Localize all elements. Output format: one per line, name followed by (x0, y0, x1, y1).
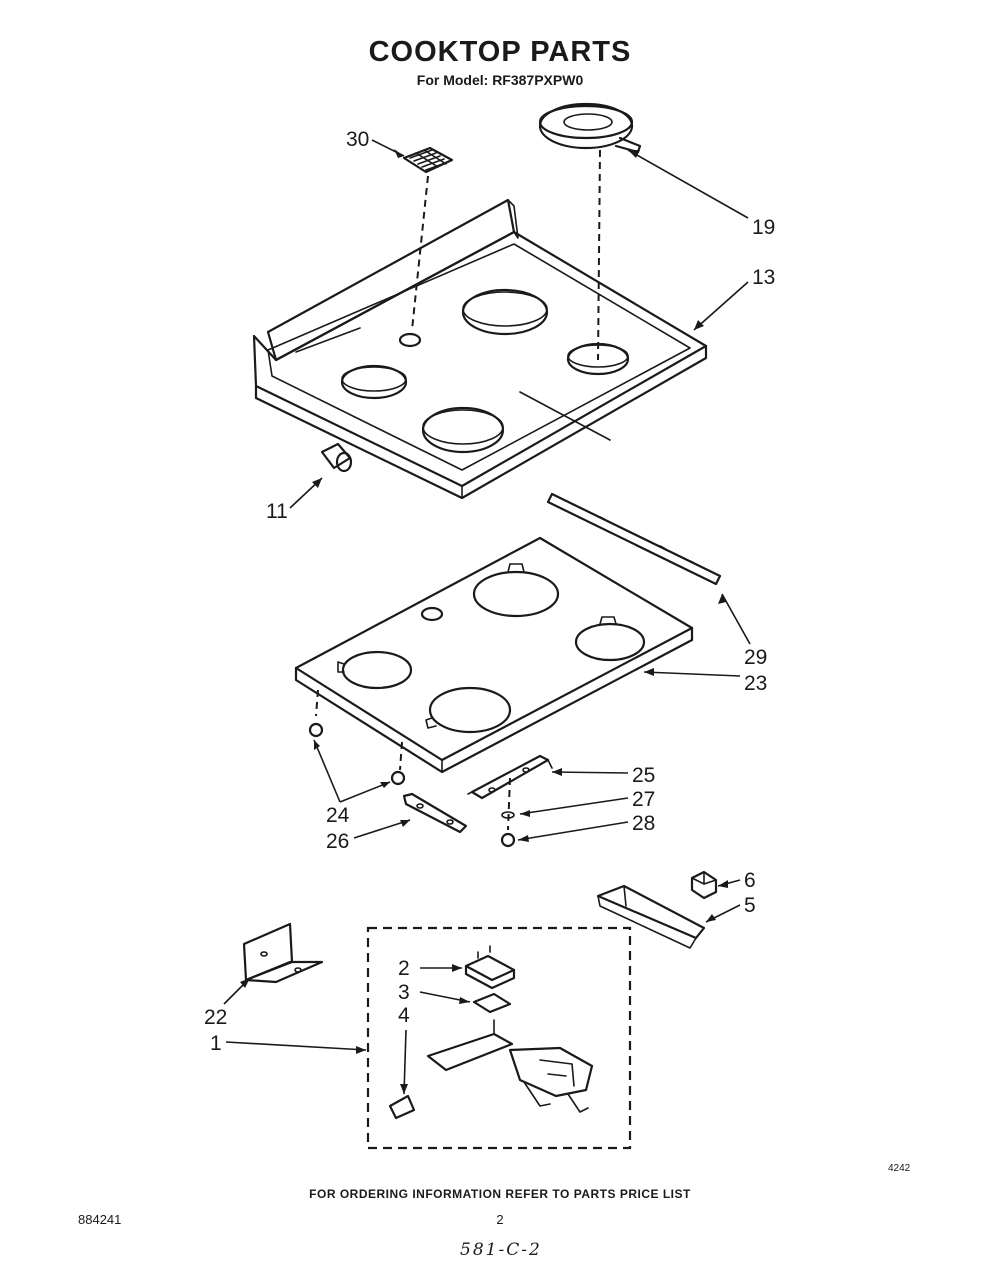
callout-22: 22 (204, 1006, 227, 1029)
arrowheads (240, 149, 728, 1094)
callout-26: 26 (326, 830, 349, 853)
part-28-nut (500, 832, 516, 848)
part-4-clip (388, 1094, 416, 1120)
part-25-bracket (467, 754, 553, 800)
page-number: 2 (496, 1212, 504, 1227)
callout-27: 27 (632, 788, 655, 811)
part-2-terminal-block (464, 945, 516, 990)
alignment-line-19 (597, 149, 601, 361)
part-30-vent-grille (402, 146, 454, 174)
alignment-line-24a (315, 689, 319, 717)
callout-30: 30 (346, 128, 369, 151)
callout-25: 25 (632, 764, 655, 787)
callout-labels: 30 19 13 11 29 23 25 27 28 24 26 6 5 2 3… (204, 128, 775, 1055)
document-number: 884241 (78, 1212, 122, 1227)
callout-3: 3 (398, 981, 410, 1004)
part-11-spacer (320, 442, 353, 473)
alignment-line-24b (399, 741, 403, 771)
model-subtitle: For Model: RF387PXPW0 (416, 72, 584, 88)
wiring-harness (426, 1019, 594, 1113)
callout-19: 19 (752, 216, 775, 239)
callout-5: 5 (744, 894, 756, 917)
part-24-screws (308, 722, 406, 786)
part-3-insulator (472, 992, 512, 1014)
callout-1: 1 (210, 1032, 222, 1055)
part-13-cooktop (252, 198, 708, 500)
part-23-burner-box (294, 536, 694, 774)
callout-24: 24 (326, 804, 350, 827)
alignment-line-27 (507, 777, 511, 831)
leader-lines (223, 139, 751, 1095)
callout-6: 6 (744, 869, 756, 892)
page-title: COOKTOP PARTS (368, 36, 632, 68)
part-26-bracket (402, 792, 468, 834)
part-29-gasket-strip (546, 492, 722, 586)
part-27-washer (501, 811, 515, 819)
ordering-note: FOR ORDERING INFORMATION REFER TO PARTS … (309, 1187, 691, 1201)
part-19-surface-element (538, 102, 642, 154)
callout-2: 2 (398, 957, 410, 980)
part-6-clip (690, 870, 718, 900)
callout-13: 13 (752, 266, 775, 289)
callout-11: 11 (266, 500, 288, 523)
alignment-line-30 (411, 175, 429, 331)
part-22-bracket (242, 922, 324, 984)
handwritten-note: 581-C-2 (460, 1240, 542, 1260)
callout-23: 23 (744, 672, 767, 695)
reference-number: 4242 (888, 1163, 911, 1174)
callout-29: 29 (744, 646, 767, 669)
callout-4: 4 (398, 1004, 410, 1027)
part-5-bracket (596, 884, 706, 949)
callout-28: 28 (632, 812, 655, 835)
